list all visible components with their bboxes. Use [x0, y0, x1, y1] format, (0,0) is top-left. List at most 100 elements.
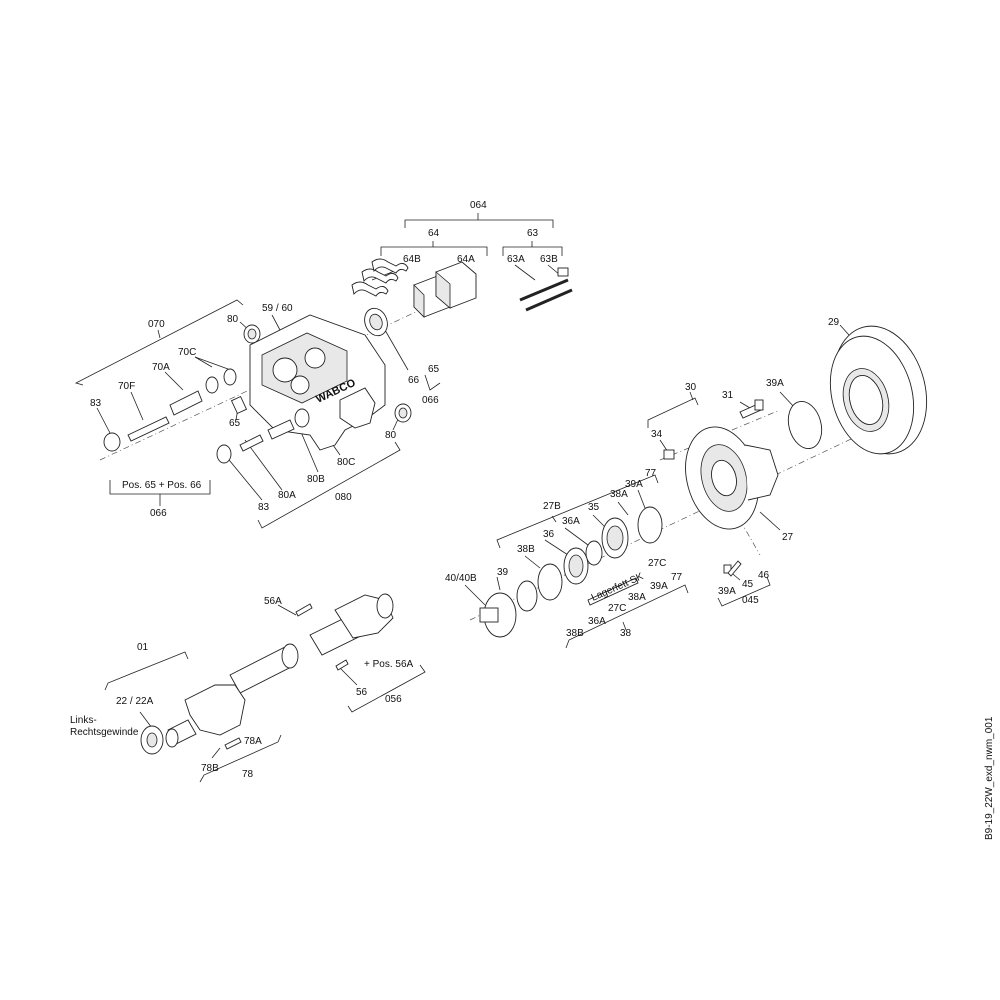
- axle-tube-01: [229, 643, 299, 694]
- label-30: 30: [685, 382, 697, 393]
- callout-bracket-78: [199, 734, 282, 783]
- cap-83-top: [103, 432, 121, 452]
- callout-bracket-064: [404, 213, 554, 228]
- label-83-top: 83: [90, 398, 102, 409]
- label-pos-56a: + Pos. 56A: [364, 659, 414, 670]
- label-70c: 70C: [178, 347, 196, 358]
- guide-pins-63: [519, 267, 573, 312]
- label-63: 63: [527, 228, 539, 239]
- bolt-31: [739, 399, 764, 419]
- label-39: 39: [497, 567, 509, 578]
- label-64b: 64B: [403, 254, 421, 265]
- callout-bracket-066-pos: [109, 480, 211, 506]
- label-34: 34: [651, 429, 663, 440]
- label-39a-bottom: 39A: [650, 581, 668, 592]
- callout-bracket-045: [717, 576, 771, 607]
- label-38b-bottom: 38B: [566, 628, 584, 639]
- callout-bracket-38: [565, 584, 689, 649]
- label-064: 064: [470, 200, 487, 211]
- label-83-bottom: 83: [258, 502, 270, 513]
- label-35: 35: [588, 502, 600, 513]
- label-39a-mid: 39A: [625, 479, 643, 490]
- label-066-bottom: 066: [150, 508, 167, 519]
- axle-stub-upper: [309, 593, 394, 656]
- label-38a-bottom: 38A: [628, 592, 646, 603]
- pin-78a: [224, 737, 242, 750]
- ring-36a: [585, 540, 603, 566]
- seal-ring-80-bottom: [394, 403, 412, 423]
- label-40-40b: 40/40B: [445, 573, 477, 584]
- label-80c: 80C: [337, 457, 355, 468]
- label-31: 31: [722, 390, 734, 401]
- label-80b: 80B: [307, 474, 325, 485]
- label-64a: 64A: [457, 254, 475, 265]
- callout-bracket-01: [104, 651, 189, 691]
- label-080: 080: [335, 492, 352, 503]
- label-38: 38: [620, 628, 632, 639]
- steering-knuckle: [165, 684, 246, 748]
- label-78a: 78A: [244, 736, 262, 747]
- label-045: 045: [742, 595, 759, 606]
- seal-ring-66: [364, 307, 388, 337]
- callout-bracket-64: [380, 241, 488, 256]
- label-63a: 63A: [507, 254, 525, 265]
- label-80-bottom: 80: [385, 430, 397, 441]
- bushings-70c: [205, 368, 237, 394]
- label-64: 64: [428, 228, 440, 239]
- sleeve-70a: [169, 390, 203, 416]
- label-65: 65: [229, 418, 241, 429]
- hub-cap-40: [479, 592, 517, 638]
- drawing-number: B9-19_22W_exd_nwm_001: [984, 716, 995, 840]
- label-27: 27: [782, 532, 794, 543]
- label-27c-top: 27C: [648, 558, 666, 569]
- spring-65: [230, 395, 248, 415]
- callout-bracket-070: [74, 299, 244, 386]
- label-38b-top: 38B: [517, 544, 535, 555]
- label-65-right: 65: [428, 364, 440, 375]
- callout-bracket-080: [257, 441, 401, 529]
- callout-bracket-066-right: [424, 374, 441, 391]
- label-066-right: 066: [422, 395, 439, 406]
- label-56: 56: [356, 687, 368, 698]
- label-66: 66: [408, 375, 420, 386]
- label-27c-bottom: 27C: [608, 603, 626, 614]
- ring-38b: [537, 563, 563, 601]
- label-39a-045: 39A: [718, 586, 736, 597]
- callout-bracket-63: [502, 241, 563, 256]
- seal-39: [516, 580, 538, 612]
- label-70a: 70A: [152, 362, 170, 373]
- seal-39a-disc: [787, 401, 823, 449]
- label-78b: 78B: [201, 763, 219, 774]
- brake-disc-29: [829, 325, 928, 455]
- bolt-56: [335, 659, 349, 671]
- brake-pads-64a: [413, 261, 477, 318]
- label-29: 29: [828, 317, 840, 328]
- label-78: 78: [242, 769, 254, 780]
- bearing-38a: [601, 517, 629, 559]
- pad-springs-64b: [351, 258, 409, 297]
- label-80a: 80A: [278, 490, 296, 501]
- ring-77-a: [637, 506, 663, 544]
- grease-note-plate: [587, 577, 639, 606]
- label-56a: 56A: [264, 596, 282, 607]
- guide-bolt-70f: [127, 416, 170, 442]
- label-36-top: 36: [543, 529, 555, 540]
- label-22-22a: 22 / 22A: [116, 696, 154, 707]
- callout-bracket-056: [347, 664, 426, 713]
- label-pos-65-66: Pos. 65 + Pos. 66: [122, 480, 202, 491]
- label-77-top: 77: [645, 468, 657, 479]
- bearing-36: [563, 547, 589, 585]
- label-rechtsgewinde: Rechtsgewinde: [70, 727, 139, 738]
- label-links: Links-: [70, 715, 97, 726]
- label-36a-top: 36A: [562, 516, 580, 527]
- caliper-housing: [249, 314, 386, 451]
- label-01: 01: [137, 642, 149, 653]
- label-80-top: 80: [227, 314, 239, 325]
- label-59-60: 59 / 60: [262, 303, 293, 314]
- label-056: 056: [385, 694, 402, 705]
- seal-ring-80-top: [243, 324, 261, 344]
- label-46: 46: [758, 570, 770, 581]
- callout-bracket-30: [647, 391, 699, 428]
- bolt-45: [723, 560, 742, 577]
